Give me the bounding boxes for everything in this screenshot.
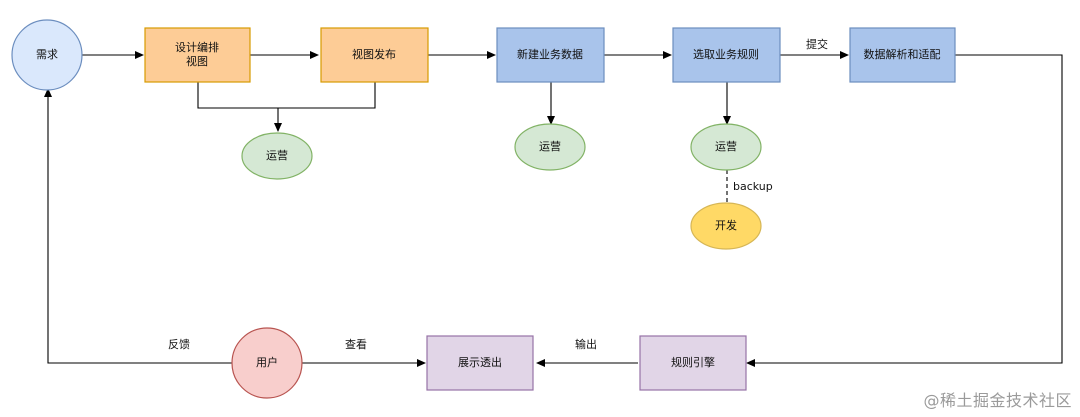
edge-design-publish-merge [197,82,376,109]
node-demand-label: 需求 [36,48,58,61]
node-new-data-label: 新建业务数据 [517,47,583,61]
node-ops-3-label: 运营 [715,139,737,153]
edge-user-demand [44,88,232,364]
node-engine: 规则引擎 [639,335,747,391]
node-dev-label: 开发 [715,218,737,232]
node-demand: 需求 [11,19,83,91]
edge-label-backup: backup [733,180,773,193]
edge-label-submit: 提交 [806,37,828,51]
watermark: @稀土掘金技术社区 [923,391,1072,410]
edge-label-view: 查看 [345,337,367,351]
node-design-label-1: 设计编排 [175,40,219,54]
node-user-label: 用户 [256,355,278,369]
edges [44,51,1063,367]
node-engine-label: 规则引擎 [671,355,715,369]
node-parse: 数据解析和适配 [849,27,956,83]
node-ops-1-label: 运营 [266,148,288,162]
node-design: 设计编排 视图 [144,27,251,83]
node-new-data: 新建业务数据 [496,27,605,83]
node-select-rules-label: 选取业务规则 [693,47,759,61]
edge-parse-engine [746,54,1063,367]
node-design-label-2: 视图 [186,54,208,68]
node-ops-2: 运营 [514,123,586,171]
node-select-rules: 选取业务规则 [672,27,781,83]
node-user: 用户 [231,327,303,399]
node-display-label: 展示透出 [458,355,502,369]
node-publish-label: 视图发布 [352,47,396,61]
node-dev: 开发 [690,202,762,250]
node-ops-3: 运营 [690,123,762,171]
node-parse-label: 数据解析和适配 [864,47,941,61]
node-display: 展示透出 [426,335,534,391]
node-ops-1: 运营 [241,132,313,180]
edge-label-feedback: 反馈 [168,338,190,351]
node-ops-2-label: 运营 [539,139,561,153]
node-publish: 视图发布 [320,27,429,83]
edge-label-output: 输出 [575,337,597,351]
